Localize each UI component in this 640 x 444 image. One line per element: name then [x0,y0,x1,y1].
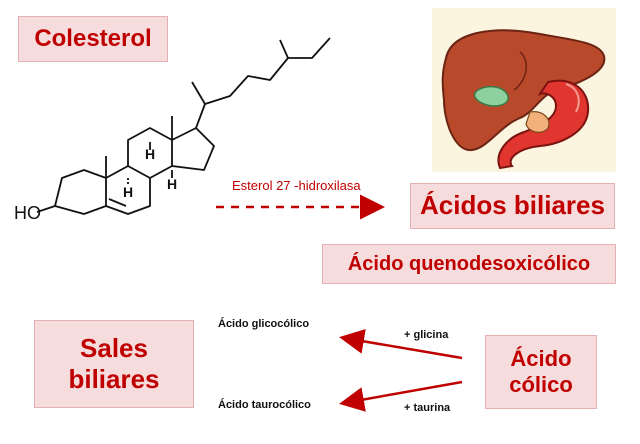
acidos-biliares-text: Ácidos biliares [420,190,605,221]
acido-quenodesoxicolico-text: Ácido quenodesoxicólico [347,253,591,275]
acido-quenodesoxicolico-label: Ácido quenodesoxicólico [322,244,616,284]
taurocolico-label: Ácido taurocólico [218,399,311,411]
h-atom-1: H [123,184,134,200]
h-atom-2: H [145,146,156,162]
arrow-to-taurocolico [339,380,463,412]
acidos-biliares-label: Ácidos biliares [410,183,615,229]
glicina-label: + glicina [404,329,449,341]
sales-biliares-label: Sales biliares [34,320,194,408]
taurina-label: + taurina [404,402,451,414]
colesterol-label: Colesterol [18,16,168,62]
ho-label: HO [14,203,41,223]
acido-colico-line1: Ácido [510,345,572,371]
glicocolico-label: Ácido glicocólico [218,318,310,330]
h-atom-3: H [167,176,178,192]
acido-colico-label: Ácido cólico [485,335,597,409]
enzyme-label: Esterol 27 -hidroxilasa [232,178,361,193]
sales-line1: Sales [80,332,148,363]
cholesterol-structure [36,37,331,215]
liver-illustration [432,8,616,172]
sales-line2: biliares [68,364,160,394]
arrow-to-glicocolico [339,329,463,360]
acido-colico-line2: cólico [509,372,573,397]
colesterol-text: Colesterol [34,24,152,52]
